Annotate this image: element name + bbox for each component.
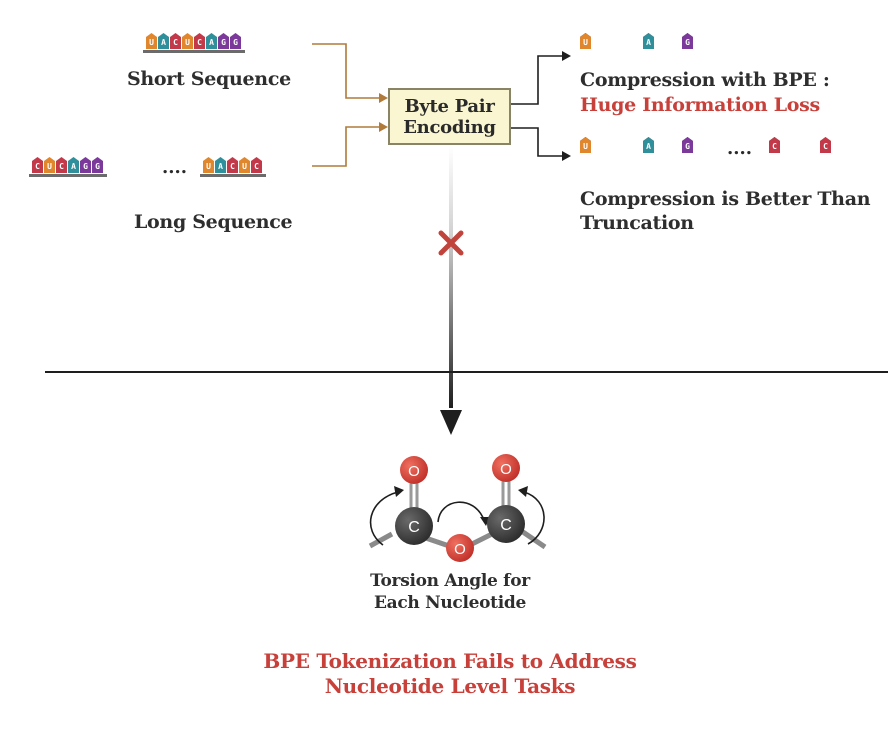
nucleotide-letter: A	[646, 38, 651, 47]
nucleotide-u: U	[182, 33, 193, 49]
compressed-tokens-ellipsis: ....	[727, 138, 753, 159]
bpe-box: Byte Pair Encoding	[388, 88, 511, 145]
token-group: GG	[682, 137, 712, 157]
carbon-atom-right	[487, 505, 525, 543]
nucleotide-g: G	[218, 33, 229, 49]
nucleotide-letter: C	[254, 162, 259, 171]
nucleotide-letter: U	[185, 38, 190, 47]
short-sequence-label: Short Sequence	[127, 68, 291, 90]
nucleotide-u: U	[44, 157, 55, 173]
backbone	[29, 174, 107, 177]
nucleotide-u: U	[203, 157, 214, 173]
nucleotide-letter: C	[823, 142, 828, 151]
nucleotide-letter: U	[206, 162, 211, 171]
atom-label-c-right: C	[500, 517, 512, 534]
bpe-to-truncation-connector	[511, 127, 571, 161]
token-group: CA	[643, 33, 673, 53]
truncation-label: Truncation	[580, 212, 694, 234]
atom-label-o-left: O	[408, 463, 420, 480]
torsion-caption: Torsion Angle for Each Nucleotide	[330, 570, 570, 614]
nucleotide-letter: U	[583, 142, 588, 151]
nucleotide-g: G	[92, 157, 103, 173]
nucleotide-c: C	[251, 157, 262, 173]
nucleotide-letter: G	[83, 162, 88, 171]
nucleotide-letter: G	[233, 38, 238, 47]
nucleotide-g: G	[80, 157, 91, 173]
nucleotide-letter: G	[221, 38, 226, 47]
nucleotide-a: A	[215, 157, 226, 173]
nucleotide-u: U	[239, 157, 250, 173]
nucleotide-a: A	[158, 33, 169, 49]
atom-label-c-left: C	[408, 519, 420, 536]
backbone	[200, 174, 266, 177]
nucleotide-letter: G	[685, 142, 690, 151]
nucleotide-letter: A	[218, 162, 223, 171]
nucleotide-letter: A	[209, 38, 214, 47]
oxygen-atom-right	[492, 454, 520, 482]
nucleotide-a: A	[206, 33, 217, 49]
nucleotide-letter: C	[173, 38, 178, 47]
compressed-tokens-bottom-b: UAC UC	[769, 137, 850, 157]
nucleotide-letter: U	[149, 38, 154, 47]
nucleotide-c: C	[194, 33, 205, 49]
nucleotide-c: C	[56, 157, 67, 173]
token-group: UAC	[769, 137, 811, 157]
token-group: GG	[682, 33, 712, 53]
carbon-atom-left	[395, 507, 433, 545]
bpe-box-line1: Byte Pair	[404, 95, 495, 117]
nucleotide-letter: A	[71, 162, 76, 171]
compression-bpe-label: Compression with BPE :	[580, 69, 830, 91]
nucleotide-letter: A	[161, 38, 166, 47]
nucleotide-letter: C	[197, 38, 202, 47]
short-to-bpe-connector	[312, 43, 388, 103]
conclusion-line1: BPE Tokenization Fails to Address	[263, 649, 637, 673]
long-sequence-label: Long Sequence	[134, 211, 293, 233]
nucleotide-c: C	[227, 157, 238, 173]
long-to-bpe-connector	[312, 122, 388, 167]
oxygen-atom-bridge	[446, 534, 474, 562]
long-sequence-ellipsis: ....	[162, 157, 188, 178]
token-group: UC	[820, 137, 850, 157]
nucleotide-letter: C	[230, 162, 235, 171]
nucleotide-u: U	[146, 33, 157, 49]
nucleotide-letter: U	[242, 162, 247, 171]
atom-label-o-right: O	[500, 461, 512, 478]
information-loss-label: Huge Information Loss	[580, 94, 820, 116]
nucleotide-letter: U	[47, 162, 52, 171]
nucleotide-letter: G	[95, 162, 100, 171]
oxygen-atom-left	[400, 456, 428, 484]
atom-label-o-bridge: O	[454, 541, 466, 558]
nucleotide-letter: C	[59, 162, 64, 171]
nucleotide-letter: C	[772, 142, 777, 151]
conclusion-text: BPE Tokenization Fails to Address Nucleo…	[200, 649, 700, 699]
backbone	[143, 50, 245, 53]
bpe-box-line2: Encoding	[403, 116, 496, 138]
torsion-caption-line1: Torsion Angle for	[370, 571, 530, 591]
torsion-caption-line2: Each Nucleotide	[374, 593, 526, 613]
nucleotide-letter: A	[646, 142, 651, 151]
failure-arrow	[440, 146, 462, 435]
bpe-to-compression-connector	[511, 51, 571, 105]
better-than-truncation-label: Compression is Better Than	[580, 188, 871, 210]
nucleotide-letter: G	[685, 38, 690, 47]
nucleotide-a: A	[68, 157, 79, 173]
nucleotide-letter: C	[35, 162, 40, 171]
token-group: CA	[643, 137, 673, 157]
conclusion-line2: Nucleotide Level Tasks	[324, 674, 576, 698]
nucleotide-g: G	[230, 33, 241, 49]
nucleotide-c: C	[170, 33, 181, 49]
nucleotide-letter: U	[583, 38, 588, 47]
nucleotide-c: C	[32, 157, 43, 173]
cross-icon	[438, 230, 464, 256]
